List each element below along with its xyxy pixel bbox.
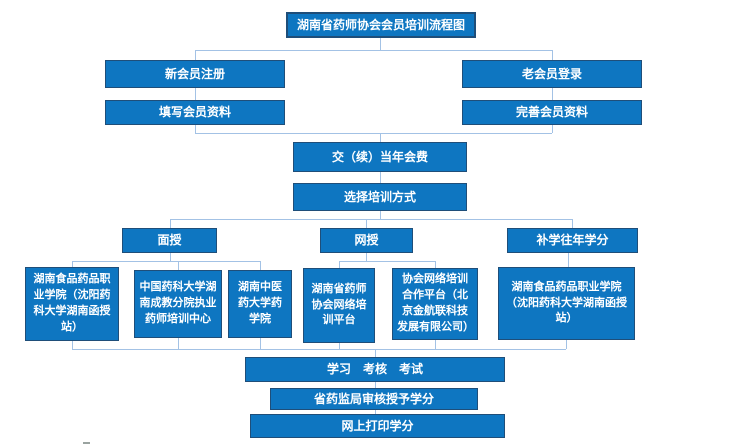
flow-node-online-teaching: 网授 — [320, 228, 413, 253]
flow-node-complete-member-info: 完善会员资料 — [462, 100, 642, 125]
connector — [195, 133, 552, 134]
connector — [375, 349, 376, 357]
connector — [170, 219, 572, 220]
connector — [195, 50, 196, 60]
connector — [339, 261, 340, 268]
flow-node-makeup-org-1: 湖南食品药品职业学院（沈阳药科大学湖南函授站） — [498, 267, 635, 340]
connector — [170, 219, 171, 228]
connector — [195, 125, 196, 133]
connector — [195, 88, 196, 100]
connector — [435, 261, 436, 268]
connector — [552, 50, 553, 60]
flow-node-chart-title: 湖南省药师协会会员培训流程图 — [286, 12, 476, 38]
connector — [380, 133, 381, 142]
flow-node-print-credits-online: 网上打印学分 — [250, 414, 505, 438]
connector — [170, 253, 171, 261]
flow-node-fill-member-info: 填写会员资料 — [105, 100, 285, 125]
flow-node-study-assess-exam: 学习 考核 考试 — [245, 357, 505, 382]
flow-node-old-member-login: 老会员登录 — [462, 60, 642, 88]
connector — [572, 219, 573, 228]
connector — [375, 382, 376, 388]
stray-mark — [83, 442, 90, 444]
connector — [380, 38, 381, 50]
connector — [178, 338, 179, 349]
flow-node-bureau-review-credits: 省药监局审核授予学分 — [270, 388, 478, 410]
connector — [260, 338, 261, 349]
connector — [72, 349, 566, 350]
flow-node-pay-annual-fee: 交（续）当年会费 — [293, 142, 467, 172]
connector — [552, 88, 553, 100]
flow-node-face-to-face: 面授 — [122, 228, 217, 253]
flow-node-face-org-2: 中国药科大学湖南成教分院执业药师培训中心 — [134, 270, 222, 338]
connector — [380, 172, 381, 183]
connector — [568, 253, 569, 267]
connector — [380, 211, 381, 219]
connector — [195, 50, 552, 51]
connector — [260, 261, 261, 270]
flow-node-online-org-2: 协会网络培训合作平台（北京金航联科技发展有限公司） — [392, 268, 478, 340]
connector — [366, 219, 367, 228]
connector — [566, 340, 567, 349]
flow-node-online-org-1: 湖南省药师协会网络培训平台 — [303, 268, 375, 343]
connector — [72, 261, 73, 267]
flow-node-face-org-1: 湖南食品药品职业学院（沈阳药科大学湖南函授站） — [25, 267, 119, 341]
connector — [72, 341, 73, 349]
flow-node-new-member-register: 新会员注册 — [105, 60, 285, 88]
connector — [339, 261, 435, 262]
connector — [552, 125, 553, 133]
flow-node-makeup-past-credits: 补学往年学分 — [507, 228, 638, 253]
connector — [178, 261, 179, 270]
connector — [375, 410, 376, 414]
connector — [339, 343, 340, 349]
flow-node-select-training-mode: 选择培训方式 — [293, 183, 467, 211]
connector — [72, 261, 260, 262]
flow-node-face-org-3: 湖南中医药大学药学院 — [228, 270, 292, 338]
connector — [366, 253, 367, 261]
connector — [435, 340, 436, 349]
